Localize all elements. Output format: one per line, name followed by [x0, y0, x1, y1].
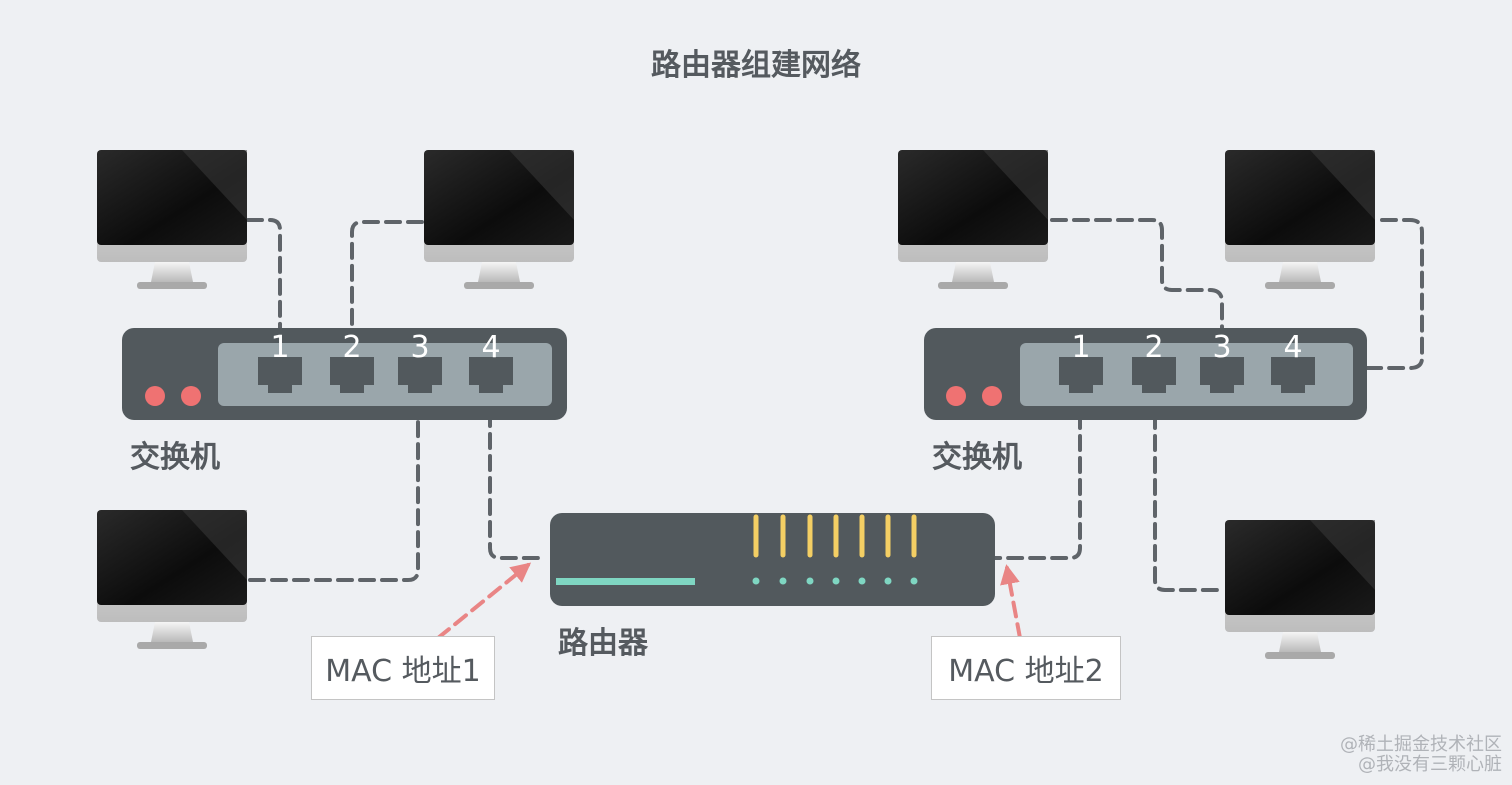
switch-right-indicator-1: [946, 386, 966, 406]
switch-right-port-3-label: 3: [1212, 330, 1232, 365]
switch-left-indicator-2: [181, 386, 201, 406]
switch-right-indicator-2: [982, 386, 1002, 406]
cable-port1-router: [993, 390, 1082, 560]
cable-pc3-port3: [248, 388, 420, 582]
computer-1-icon: [97, 150, 247, 289]
switch-right-port-4-label: 4: [1283, 330, 1303, 365]
router-antenna-lights: [753, 514, 917, 558]
mac-address-1-box: MAC 地址1: [311, 636, 495, 700]
right-cables: [993, 218, 1424, 592]
computer-5-icon: [1225, 150, 1375, 289]
switch-left-port-3-label: 3: [410, 330, 430, 365]
switch-left: [122, 328, 567, 420]
watermark-line-2: @我没有三颗心脏: [1358, 754, 1502, 775]
switch-right-port-1-label: 1: [1071, 330, 1091, 365]
cable-port4-router: [488, 388, 547, 560]
computer-2-icon: [424, 150, 574, 289]
watermark: @稀土掘金技术社区 @我没有三颗心脏: [1340, 735, 1502, 775]
mac1-arrow: [436, 562, 532, 640]
computer-4-icon: [898, 150, 1048, 289]
computer-6-icon: [1225, 520, 1375, 659]
switch-left-port-2-label: 2: [342, 330, 362, 365]
mac-address-2-box: MAC 地址2: [931, 636, 1121, 700]
watermark-line-1: @稀土掘金技术社区: [1340, 734, 1502, 755]
mac-address-1-text: MAC 地址1: [325, 654, 481, 689]
switch-right-port-2-label: 2: [1144, 330, 1164, 365]
router-label: 路由器: [558, 626, 648, 661]
mac2-arrow: [1000, 564, 1022, 640]
switch-right: [924, 328, 1367, 420]
switch-left-port-1-label: 1: [270, 330, 290, 365]
cable-pc5-port4: [1313, 218, 1424, 370]
switch-right-label: 交换机: [932, 440, 1022, 475]
switch-left-label: 交换机: [130, 440, 220, 475]
router-status-bar: [556, 578, 695, 585]
mac-arrows: [436, 562, 1022, 640]
cable-port2-pc6: [1153, 390, 1224, 592]
cable-pc4-port3: [1050, 218, 1224, 337]
switch-left-port-4-label: 4: [481, 330, 501, 365]
router-port-leds: [752, 577, 918, 585]
computer-3-icon: [97, 510, 247, 649]
diagram-title: 路由器组建网络: [651, 48, 861, 83]
mac-address-2-text: MAC 地址2: [948, 654, 1104, 689]
switch-left-indicator-1: [145, 386, 165, 406]
left-cables: [246, 218, 547, 582]
cable-pc1-port1: [246, 218, 282, 337]
router-device: [550, 513, 995, 606]
cable-pc2-port2: [350, 220, 424, 337]
